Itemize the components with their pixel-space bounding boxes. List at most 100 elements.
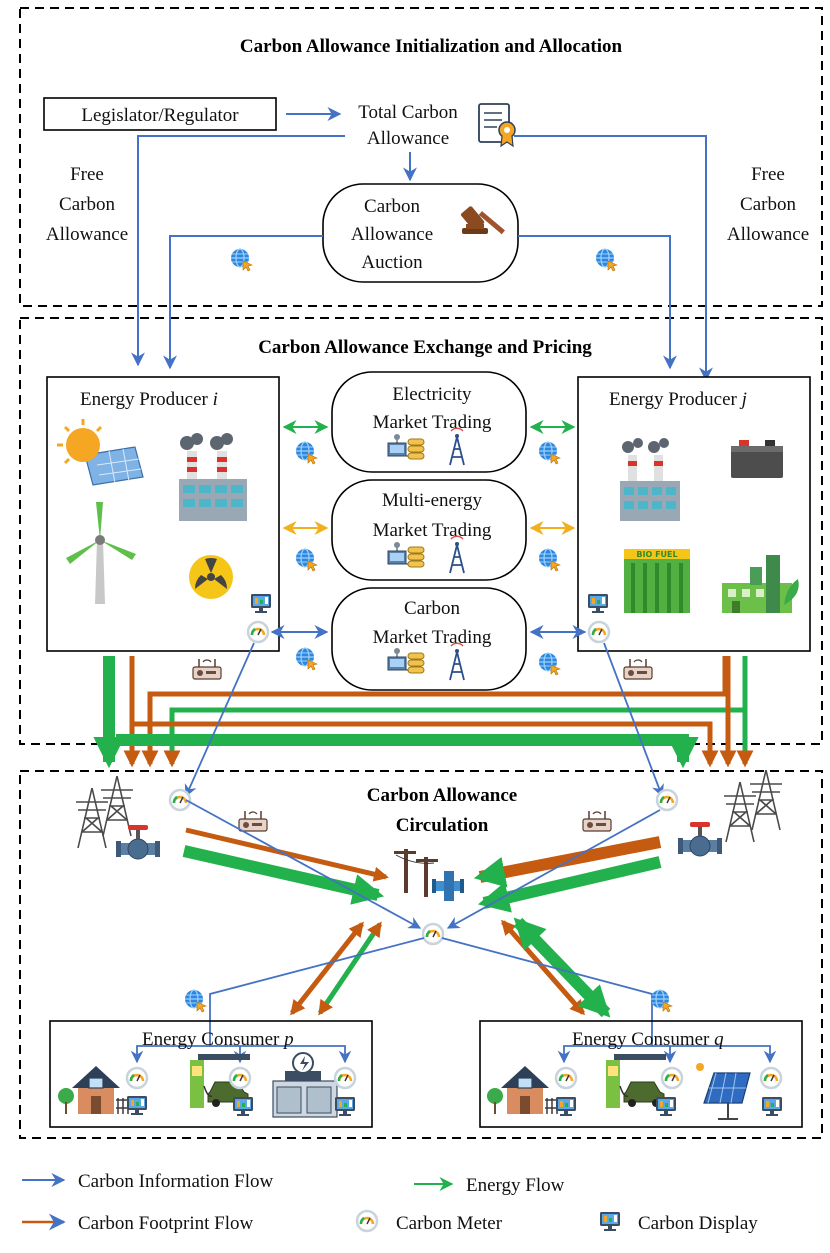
pipe-icon xyxy=(432,871,464,901)
free-allowance-left-label: Free Carbon Allowance xyxy=(46,164,128,245)
certificate-icon xyxy=(478,103,516,148)
carbon-meter-icon xyxy=(125,1066,149,1090)
globe-icon xyxy=(295,548,318,572)
carbon-display-icon xyxy=(556,1097,576,1116)
auction-to-producer-j-arrow xyxy=(518,235,677,370)
carbon-meter-icon xyxy=(421,922,445,946)
globe-icon xyxy=(538,548,561,572)
section-init-title: Carbon Allowance Initialization and Allo… xyxy=(240,36,623,57)
utility-pole-icon xyxy=(394,849,438,897)
legend-footprint-label: Carbon Footprint Flow xyxy=(78,1213,254,1234)
svg-text:Carbon: Carbon xyxy=(404,598,460,619)
auction-to-producer-i-arrow xyxy=(163,235,323,370)
sun-solar-panel-icon xyxy=(57,419,144,486)
battery-icon xyxy=(731,440,783,478)
carbon-meter-icon xyxy=(333,1066,357,1090)
carbon-display-icon xyxy=(656,1097,676,1116)
footprint-flow-i-to-right xyxy=(132,721,719,768)
nuclear-icon xyxy=(189,555,233,599)
section-init-box xyxy=(19,7,823,307)
footprint-flow-j-to-left xyxy=(141,656,728,768)
svg-text:Allowance: Allowance xyxy=(46,224,128,245)
green-plant-icon xyxy=(722,555,799,613)
house-icon xyxy=(486,1065,562,1115)
svg-text:Carbon: Carbon xyxy=(59,194,115,215)
router-icon xyxy=(582,810,612,832)
svg-text:Free: Free xyxy=(751,164,785,185)
energy-flow-center-q xyxy=(513,917,611,1018)
gavel-icon xyxy=(460,206,505,235)
total-allowance-line1: Total Carbon xyxy=(358,102,458,123)
svg-text:Energy Producer j: Energy Producer j xyxy=(609,389,747,410)
globe-icon xyxy=(230,248,253,272)
svg-text:Auction: Auction xyxy=(361,252,423,273)
auction-node: Carbon Allowance Auction xyxy=(322,183,519,283)
carbon-market-node: Carbon Market Trading xyxy=(331,587,527,691)
svg-text:Electricity: Electricity xyxy=(392,384,472,405)
regulator-label: Legislator/Regulator xyxy=(81,105,239,126)
consumer-q-box: Energy Consumer q xyxy=(479,1020,803,1128)
bio-fuel-icon: BIO FUEL xyxy=(624,549,690,613)
svg-text:Energy Producer i: Energy Producer i xyxy=(80,389,218,410)
svg-text:Market Trading: Market Trading xyxy=(373,520,492,541)
free-allowance-right-arrow xyxy=(514,135,713,382)
energy-flow-i-to-right xyxy=(116,734,699,769)
carbon-display-icon xyxy=(127,1096,147,1115)
globe-icon xyxy=(295,441,318,465)
globe-icon xyxy=(595,248,618,272)
energy-flow-center-p xyxy=(317,921,383,1016)
globe-icon xyxy=(184,989,207,1013)
carbon-display-icon xyxy=(335,1097,355,1116)
factory-icon xyxy=(620,438,680,521)
router-icon xyxy=(192,658,222,680)
carbon-meter-icon xyxy=(759,1066,783,1090)
producer-i-var: i xyxy=(213,389,218,410)
legend-meter-icon xyxy=(355,1209,379,1233)
house-icon xyxy=(57,1065,133,1115)
carbon-meter-icon xyxy=(587,620,611,644)
legend-display-label: Carbon Display xyxy=(638,1213,758,1234)
carbon-meter-icon xyxy=(228,1066,252,1090)
carbon-meter-icon xyxy=(655,788,679,812)
legend: Carbon Information Flow Energy Flow Carb… xyxy=(22,1171,758,1234)
electricity-market-node: Electricity Market Trading xyxy=(331,371,527,473)
globe-icon xyxy=(538,441,561,465)
footprint-flow-center-q xyxy=(501,919,585,1016)
consumer-q-label: Energy Consumer xyxy=(572,1029,714,1050)
globe-icon xyxy=(295,647,318,671)
carbon-meter-icon xyxy=(660,1066,684,1090)
carbon-display-icon xyxy=(233,1097,253,1116)
info-flow-j-meter xyxy=(603,642,664,798)
carbon-meter-icon xyxy=(554,1066,578,1090)
svg-text:Free: Free xyxy=(70,164,104,185)
footprint-flow-left-to-center xyxy=(185,827,389,882)
section-circulation-title-line1: Carbon Allowance xyxy=(367,785,517,806)
power-cabinet-icon xyxy=(272,1052,338,1118)
consumer-p-var: p xyxy=(282,1029,294,1050)
info-flow-left-to-center xyxy=(185,799,422,929)
factory-icon xyxy=(179,433,247,521)
carbon-meter-icon xyxy=(246,620,270,644)
power-tower-icon xyxy=(749,769,783,831)
svg-text:Carbon: Carbon xyxy=(364,196,420,217)
section-circulation-title-line2: Circulation xyxy=(396,815,489,836)
free-allowance-right-label: Free Carbon Allowance xyxy=(727,164,809,245)
globe-icon xyxy=(538,652,561,676)
globe-icon xyxy=(650,989,673,1013)
carbon-display-icon xyxy=(762,1097,782,1116)
section-exchange-title: Carbon Allowance Exchange and Pricing xyxy=(258,337,592,358)
total-allowance-line2: Allowance xyxy=(367,128,449,149)
gas-valve-icon xyxy=(115,824,161,860)
power-tower-icon xyxy=(723,781,757,843)
svg-text:Allowance: Allowance xyxy=(351,224,433,245)
wind-turbine-icon xyxy=(66,502,136,604)
energy-flow-right-to-center xyxy=(477,856,662,913)
legend-info-label: Carbon Information Flow xyxy=(78,1171,274,1192)
energy-flow-j-to-left xyxy=(163,700,748,768)
svg-text:Multi-energy: Multi-energy xyxy=(382,490,482,511)
multi-energy-market-node: Multi-energy Market Trading xyxy=(331,479,527,581)
free-allowance-left-arrow xyxy=(131,135,345,367)
info-flow-right-to-center xyxy=(446,809,661,929)
consumer-p-box: Energy Consumer p xyxy=(49,1020,373,1128)
